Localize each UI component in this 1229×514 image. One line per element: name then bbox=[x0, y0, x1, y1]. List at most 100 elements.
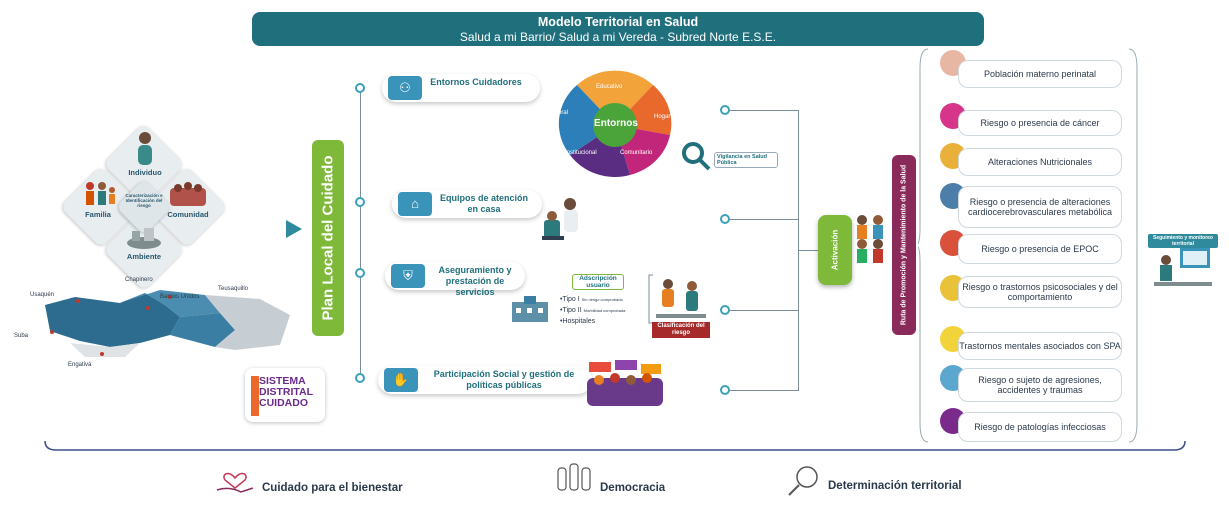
wheel-center-label: Entornos bbox=[594, 118, 638, 129]
brace bbox=[918, 48, 929, 443]
bottom-brace bbox=[44, 440, 1186, 451]
activacion-label: Activación bbox=[830, 229, 840, 271]
ruta-bar: Ruta de Promoción y Mantenimiento de la … bbox=[892, 155, 916, 335]
connector bbox=[730, 310, 798, 311]
entry-aseguramiento-label: Aseguramiento y prestación de servicios bbox=[438, 265, 512, 297]
logo-line-2: DISTRITAL bbox=[259, 386, 314, 398]
arrow-right-icon bbox=[286, 220, 302, 238]
wheel-educativo: Educativo bbox=[596, 84, 623, 90]
heart-hand-icon bbox=[216, 472, 254, 493]
footer-cuidado: Cuidado para el bienestar bbox=[262, 482, 403, 494]
monitoring-illustration bbox=[1154, 248, 1212, 286]
raised-hands-icon bbox=[557, 463, 591, 491]
risk-item: Alteraciones Nutricionales bbox=[958, 148, 1122, 176]
risk-item: Población materno perinatal bbox=[958, 60, 1122, 88]
wheel-institucional: Institucional bbox=[565, 150, 597, 156]
risk-item: Trastornos mentales asociados con SPA bbox=[958, 332, 1122, 360]
wheel-comunitario: Comunitario bbox=[620, 150, 653, 156]
node-dot bbox=[355, 373, 365, 383]
page-title: Modelo Territorial en Salud bbox=[537, 15, 699, 29]
team-illustration bbox=[857, 215, 883, 263]
connector bbox=[730, 390, 798, 391]
plan-local-bar: Plan Local del Cuidado bbox=[312, 140, 344, 336]
page-subtitle: Salud a mi Barrio/ Salud a mi Vereda - S… bbox=[459, 30, 777, 44]
environment-icon bbox=[127, 228, 161, 249]
risk-item: Riesgo o sujeto de agresiones, accidente… bbox=[958, 368, 1122, 402]
entry-participacion-label: Participación Social y gestión de políti… bbox=[433, 369, 575, 390]
entry-equipos[interactable]: ⌂ Equipos de atención en casa bbox=[392, 190, 542, 218]
label-caracterizacion: Caracterización e Identificación del rie… bbox=[125, 193, 163, 208]
label-comunidad: Comunidad bbox=[167, 210, 209, 219]
community-icon bbox=[170, 182, 206, 206]
consultation-illustration bbox=[656, 279, 706, 318]
family-icon bbox=[86, 182, 115, 205]
magnifier-icon bbox=[682, 142, 711, 171]
node-dot bbox=[720, 305, 730, 315]
tipos-list: •Tipo I Sin riesgo comprobado •Tipo II M… bbox=[560, 296, 626, 325]
vigilancia-label: Vigilancia en Salud Pública bbox=[714, 152, 778, 168]
handshake-icon: ✋ bbox=[384, 368, 418, 392]
connector bbox=[798, 250, 820, 251]
activacion-button[interactable]: Activación bbox=[818, 215, 852, 285]
shield-icon: ⛨ bbox=[391, 264, 425, 288]
clasificacion-label: Clasificación del riesgo bbox=[652, 322, 710, 338]
search-icon bbox=[788, 466, 818, 496]
participation-illustration bbox=[587, 360, 663, 406]
risk-item: Riesgo o trastornos psicosociales y del … bbox=[958, 276, 1122, 308]
risk-item: Riesgo o presencia de alteraciones cardi… bbox=[958, 186, 1122, 228]
logo-line-1: SISTEMA bbox=[259, 375, 306, 387]
entry-aseguramiento[interactable]: ⛨ Aseguramiento y prestación de servicio… bbox=[385, 262, 525, 297]
footer-determinacion: Determinación territorial bbox=[828, 480, 962, 492]
risk-item: Riesgo o presencia de EPOC bbox=[958, 234, 1122, 264]
tipo-2-label: Tipo II bbox=[562, 307, 582, 314]
entornos-wheel bbox=[558, 70, 672, 177]
ruta-label: Ruta de Promoción y Mantenimiento de la … bbox=[900, 164, 908, 326]
map-label-barrios-unidos: Barrios Unidos bbox=[160, 294, 200, 300]
map-label-chapinero: Chapinero bbox=[125, 277, 153, 283]
bracket bbox=[648, 274, 653, 324]
entry-participacion[interactable]: ✋ Participación Social y gestión de polí… bbox=[378, 366, 592, 394]
tipo-2-desc: Morbilidad comprobada bbox=[583, 308, 626, 313]
adscripcion-label: Adscripción usuario bbox=[572, 274, 624, 290]
node-dot bbox=[355, 83, 365, 93]
tipo-1-desc: Sin riesgo comprobado bbox=[581, 297, 623, 302]
label-individuo: Individuo bbox=[128, 168, 162, 177]
tree-line bbox=[360, 88, 361, 380]
map-label-teusaquillo: Teusaquillo bbox=[218, 286, 249, 292]
seguimiento-label: Seguimiento y monitoreo territorial bbox=[1148, 234, 1218, 248]
node-dot bbox=[355, 197, 365, 207]
header-banner: Modelo Territorial en Salud Salud a mi B… bbox=[252, 12, 984, 46]
home-care-icon: ⌂ bbox=[398, 192, 432, 216]
wheel-hogar: Hogar bbox=[654, 114, 671, 120]
logo-line-3: CUIDADO bbox=[259, 397, 308, 409]
risk-item: Riesgo de patologías infecciosas bbox=[958, 412, 1122, 442]
label-familia: Familia bbox=[85, 210, 111, 219]
plan-local-label: Plan Local del Cuidado bbox=[319, 155, 337, 321]
hospitales-label: Hospitales bbox=[562, 318, 596, 325]
label-ambiente: Ambiente bbox=[126, 252, 162, 261]
node-dot bbox=[355, 268, 365, 278]
localities-map bbox=[45, 290, 290, 357]
wheel-laboral: Laboral bbox=[548, 110, 569, 116]
map-label-engativa: Engativá bbox=[68, 362, 92, 368]
connector bbox=[730, 219, 798, 220]
risk-item: Riesgo o presencia de cáncer bbox=[958, 110, 1122, 136]
entry-entornos[interactable]: ⚇ Entornos Cuidadores bbox=[382, 74, 540, 102]
entry-entornos-label: Entornos Cuidadores bbox=[430, 77, 522, 87]
people-icon: ⚇ bbox=[388, 76, 422, 100]
sistema-distrital-logo: SISTEMA DISTRITAL CUIDADO bbox=[245, 368, 325, 422]
map-label-suba: Suba bbox=[14, 333, 29, 339]
node-dot bbox=[720, 105, 730, 115]
hospital-icon bbox=[512, 296, 548, 322]
doctor-patient-illustration bbox=[542, 198, 578, 240]
entry-equipos-label: Equipos de atención en casa bbox=[439, 193, 528, 214]
connector bbox=[730, 110, 798, 111]
tipo-1-label: Tipo I bbox=[562, 296, 580, 303]
brace-right bbox=[1128, 48, 1138, 443]
map-label-usaquen: Usaquén bbox=[30, 292, 55, 298]
node-dot bbox=[720, 214, 730, 224]
node-dot bbox=[720, 385, 730, 395]
person-icon bbox=[138, 132, 152, 165]
logo-bar bbox=[251, 376, 259, 416]
footer-democracia: Democracia bbox=[600, 482, 666, 494]
